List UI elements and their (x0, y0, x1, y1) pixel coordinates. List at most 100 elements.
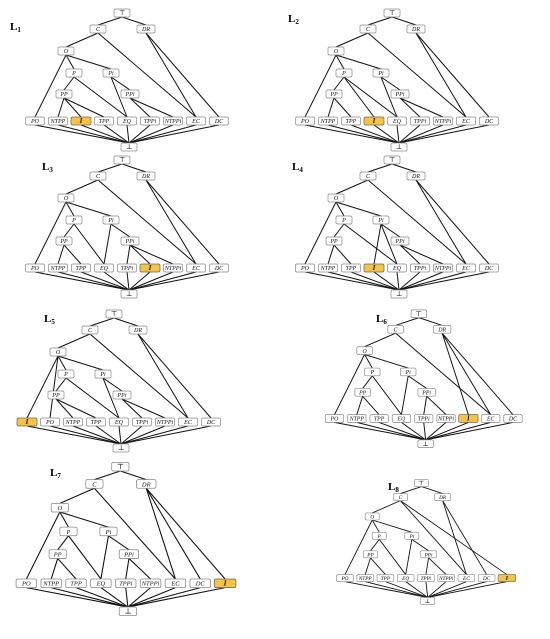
node-box (363, 116, 385, 126)
node-tppi: TPPi (117, 263, 137, 273)
node-box (118, 606, 137, 617)
edge-O-PO (25, 511, 61, 580)
node-ntpp: NTPP (347, 414, 367, 423)
edge-C-EC (367, 179, 467, 265)
edge-DC-bottom (398, 124, 490, 144)
node-bottom: ⊥ (112, 443, 130, 453)
edge-DC-bottom (128, 271, 220, 291)
edge-PP-TPP (333, 244, 352, 265)
node-box (397, 574, 415, 582)
node-box (16, 417, 38, 427)
node-box (341, 116, 361, 126)
node-box (387, 116, 407, 126)
edge-P-EQ (343, 223, 398, 265)
node-label: I (148, 264, 152, 272)
node-eq: EQ (94, 263, 114, 273)
edge-Pi-PPi (380, 76, 401, 91)
edge-DR-DC (442, 500, 488, 575)
edge-Pi-EQ (405, 539, 413, 575)
node-po: PO (295, 116, 315, 126)
node-box (139, 578, 162, 588)
node-label: PO (21, 581, 31, 588)
edge-DC-bottom (127, 587, 201, 608)
node-box (132, 417, 152, 427)
edge-top-C (367, 16, 393, 26)
node-box (437, 574, 455, 582)
edge-PP-TPP (333, 97, 352, 118)
node-ppi: PPi (390, 236, 410, 246)
edge-NTPP-bottom (51, 587, 129, 608)
lattice-title-subscript: 7 (57, 472, 61, 480)
edge-top-DR (418, 317, 443, 326)
edge-DR-EC (137, 333, 189, 419)
edge-C-O (335, 32, 369, 48)
edge-P-EQ (65, 377, 120, 419)
edge-O-PO (334, 354, 365, 415)
edge-P-PP (333, 223, 345, 238)
node-po: PO (40, 417, 60, 427)
edge-Pi-EQ (102, 377, 120, 419)
node-label: NTPP (50, 266, 66, 272)
edge-O-PO (344, 519, 373, 575)
node-box (65, 68, 83, 78)
node-label: Pi (105, 529, 112, 536)
node-o: O (327, 46, 345, 56)
edge-P-EQ (343, 76, 398, 118)
node-dr: DR (136, 171, 156, 181)
node-box (363, 263, 385, 273)
node-box (295, 263, 315, 273)
node-label: PO (330, 417, 340, 423)
node-label: ⊤ (389, 9, 396, 17)
edge-C-O (335, 179, 369, 195)
node-box (47, 390, 65, 400)
edge-EQ-bottom (100, 587, 129, 608)
node-top: ⊤ (111, 461, 130, 472)
node-ntppi: NTPPi (433, 116, 453, 126)
node-pp: PP (47, 390, 65, 400)
edge-EQ-bottom (405, 581, 428, 598)
edge-TPPi-bottom (125, 587, 129, 608)
edge-O-P (57, 355, 67, 371)
node-box (136, 24, 156, 34)
node-bottom: ⊥ (120, 289, 138, 299)
node-label: PP (358, 390, 367, 396)
node-label: NTPPi (141, 581, 160, 588)
node-box (136, 171, 156, 181)
node-label: PP (59, 92, 68, 98)
node-ec: EC (164, 578, 187, 588)
edge-I-bottom (26, 425, 122, 445)
node-label: O (370, 514, 374, 520)
node-label: DC (482, 576, 491, 582)
node-c: C (387, 325, 404, 334)
node-label: P (370, 370, 375, 376)
node-o: O (57, 193, 75, 203)
node-p: P (65, 215, 83, 225)
node-box (347, 414, 367, 423)
edge-O-Pi (372, 519, 412, 533)
edge-PP-NTPP (50, 558, 59, 580)
edge-PPi-TPPi (399, 97, 421, 118)
node-label: C (394, 327, 398, 333)
lattice-title: L2 (288, 13, 299, 26)
edge-top-DR (391, 163, 417, 173)
edge-EQ-bottom (396, 124, 400, 144)
edge-EQ-bottom (118, 425, 122, 445)
node-top: ⊤ (414, 479, 429, 487)
node-pi: Pi (99, 526, 118, 537)
edge-NTPPi-bottom (398, 271, 444, 291)
node-box (327, 46, 345, 56)
node-box (436, 414, 456, 423)
edge-PPi-NTPPi (399, 244, 444, 265)
node-label: TPP (76, 266, 87, 272)
node-label: I (466, 416, 470, 423)
lattice-title: L6 (376, 313, 387, 326)
node-label: C (366, 27, 371, 33)
node-box (112, 443, 130, 453)
node-i: I (458, 414, 479, 423)
node-label: P (341, 218, 346, 224)
node-top: ⊤ (383, 8, 401, 18)
edge-Pi-EQ (110, 76, 128, 118)
node-dc: DC (209, 116, 229, 126)
node-po: PO (336, 574, 354, 582)
edge-O-P (371, 519, 380, 533)
